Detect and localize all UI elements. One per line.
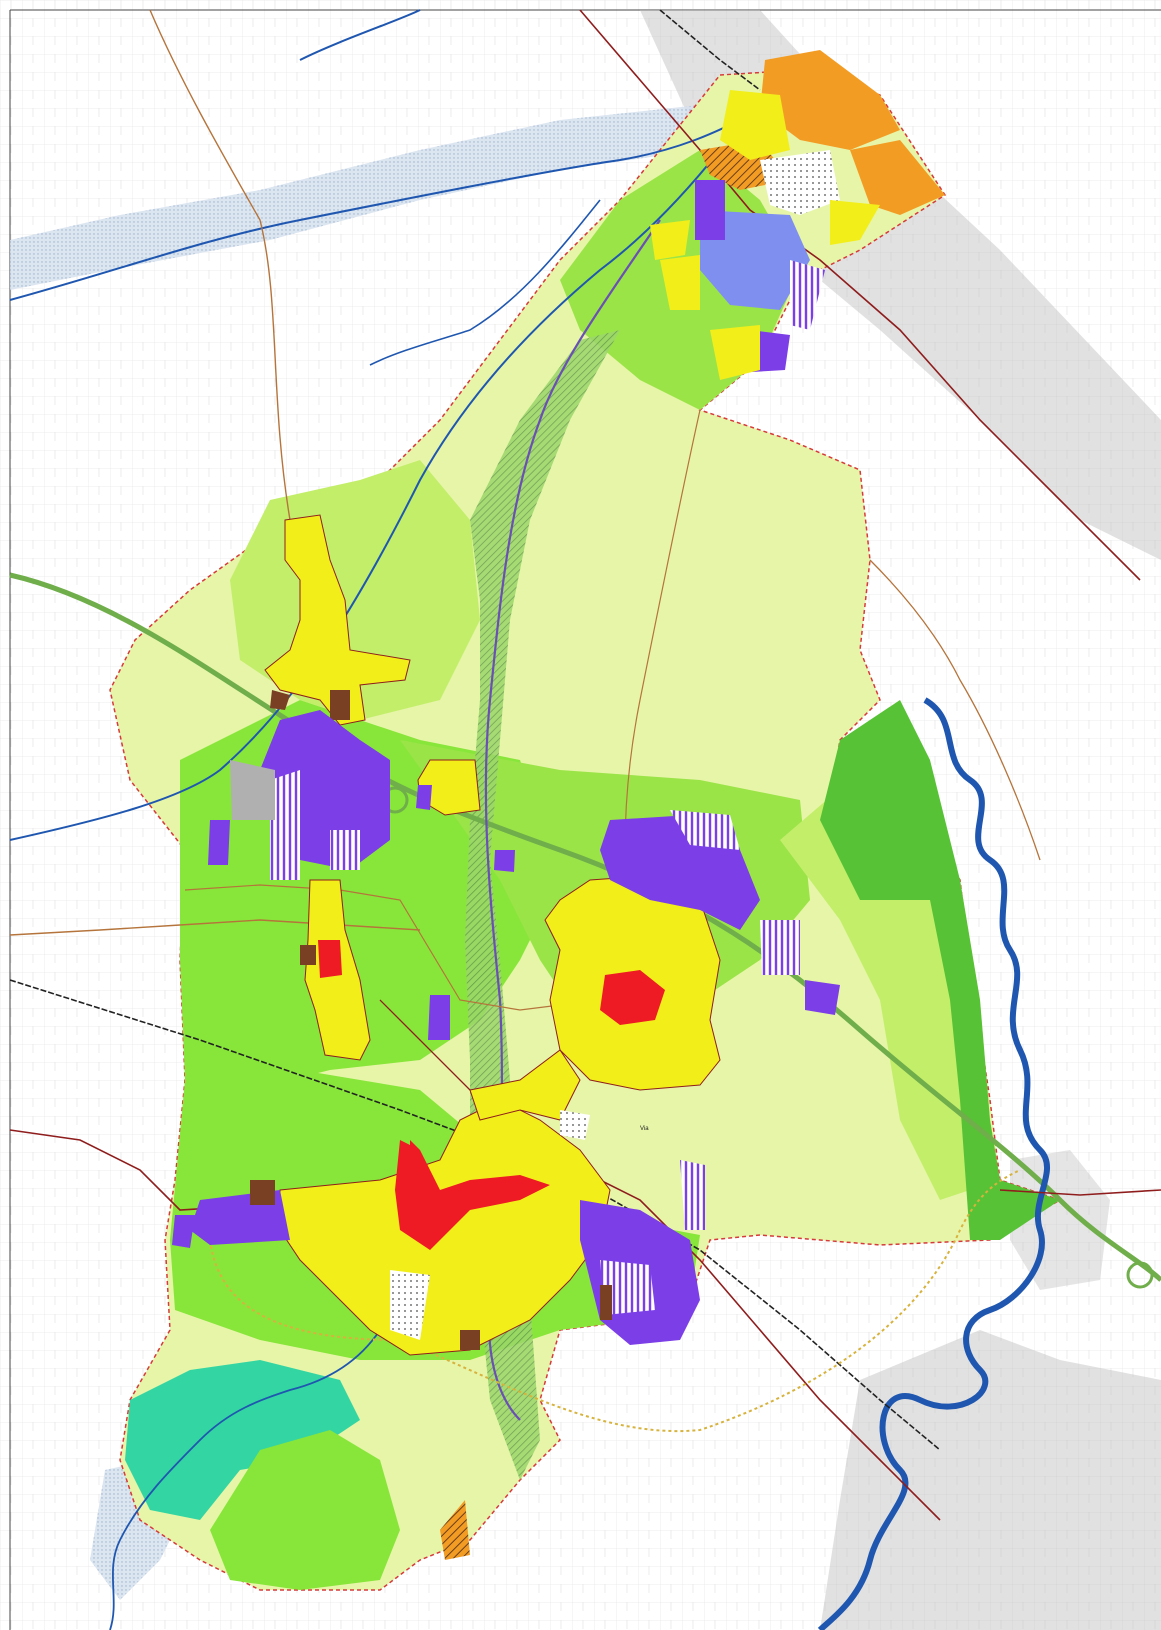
canal-upper: [299, 9, 421, 61]
village-northwest-services: [330, 690, 350, 720]
southern-town-fabric: [820, 1330, 1161, 1630]
town-east-productive-hatch-b: [760, 920, 800, 975]
tourism-zone-north: [760, 50, 900, 150]
railway: [9, 979, 941, 1451]
dotted-ring-corridor: [209, 1169, 1021, 1433]
town-south-historic: [395, 1140, 550, 1250]
river-park-zone: [820, 700, 1060, 1240]
village-center-small: [417, 759, 481, 816]
town-south-services: [460, 1330, 480, 1350]
main-road-east: [999, 1189, 1161, 1196]
canal-diagonal: [9, 149, 721, 841]
eastern-river: [817, 697, 1051, 1630]
town-south-productive-east-hatch: [600, 1260, 655, 1315]
tourism-zone-east: [850, 140, 945, 215]
town-south-productive-far-west: [172, 1215, 195, 1248]
coastal-yellow-zone: [720, 90, 790, 160]
main-road-northsouth: [579, 9, 1141, 581]
town-east-productive-hatch: [670, 810, 740, 850]
provincial-road-northwest: [149, 9, 291, 521]
town-east-historic: [600, 970, 665, 1025]
isolated-productive-east: [680, 1160, 705, 1230]
connector-residential: [469, 1049, 581, 1121]
southwest-stream: [109, 1329, 381, 1630]
productive-zone-field: [494, 850, 515, 872]
town-south-services-east: [600, 1285, 612, 1320]
provincial-road-east: [869, 559, 1041, 861]
productive-zone-west-d: [230, 760, 275, 820]
coastal-teal-zone: [125, 1360, 360, 1520]
railway-north: [659, 9, 761, 91]
dune-dotted-zone: [760, 150, 840, 215]
street-label: Via: [640, 1126, 649, 1132]
motorway-junction-east: [1126, 1261, 1154, 1289]
hatched-site-southwest: [440, 1500, 470, 1560]
dotted-gap: [560, 1110, 590, 1140]
flood-zone-band: [10, 105, 700, 290]
eastern-town-fabric: [1010, 1150, 1110, 1290]
town-south-services-west: [250, 1180, 275, 1205]
town-south-dotted: [390, 1270, 430, 1340]
residential-north-2: [660, 255, 700, 310]
village-northwest-services-b: [270, 690, 290, 710]
town-west-services: [300, 945, 316, 965]
town-west-historic: [318, 940, 342, 978]
town-south-historic-north: [410, 1140, 420, 1165]
productive-zone-west-hatch-b: [330, 830, 360, 870]
canal-north: [9, 119, 741, 301]
agri-zone-southwest: [210, 1430, 400, 1590]
residential-north-3: [650, 220, 690, 260]
coastal-yellow-zone-east: [830, 200, 880, 245]
productive-zone-small: [416, 785, 432, 810]
canal-meander: [369, 199, 601, 366]
productive-zone-north-a: [695, 180, 725, 240]
village-northwest: [264, 514, 411, 726]
residential-north-1: [710, 325, 760, 380]
provincial-road-west: [9, 919, 421, 936]
productive-zone-field-b: [428, 995, 450, 1040]
productive-zone-north-hatch: [790, 260, 825, 330]
public-services-zone: [700, 210, 810, 310]
productive-zone-west-c: [208, 820, 230, 865]
town-east-productive-b: [805, 980, 840, 1015]
productive-zone-west-hatch: [270, 770, 300, 880]
